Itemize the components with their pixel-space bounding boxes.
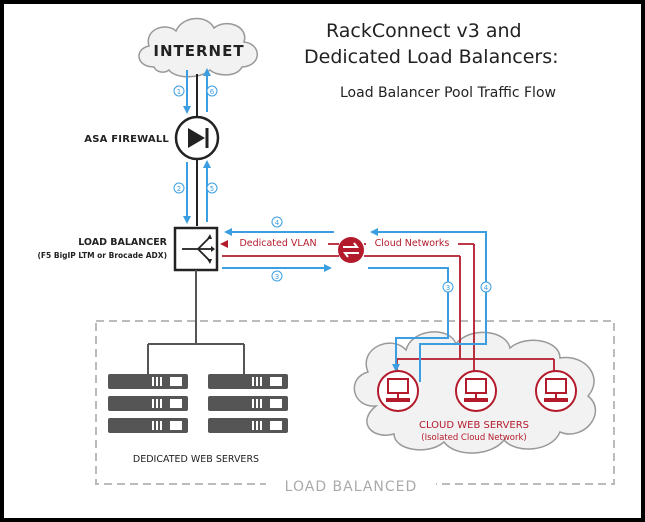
- cloud-networks-label: Cloud Networks: [375, 238, 450, 249]
- step-badge-4-right: 4: [480, 281, 492, 293]
- cloud-servers-sublabel: (Isolated Cloud Network): [421, 433, 526, 443]
- load-balancer-label: LOAD BALANCER: [78, 237, 167, 248]
- title-line-2: Dedicated Load Balancers:: [304, 46, 559, 68]
- title-line-1: RackConnect v3 and: [326, 20, 522, 42]
- cloud-servers-label: CLOUD WEB SERVERS: [419, 420, 529, 431]
- cloud-server-1-icon: [377, 370, 419, 412]
- load-balanced-label: LOAD BALANCED: [285, 479, 418, 495]
- diagram-canvas: LOAD BALANCED INTERNET ASA FIREWALL LOAD…: [4, 4, 641, 518]
- router-icon: [338, 237, 364, 263]
- firewall-icon: [174, 115, 220, 161]
- svg-text:4: 4: [484, 284, 489, 292]
- step-badge-6: 6: [206, 85, 218, 97]
- load-balancer-icon: [173, 226, 219, 272]
- dedicated-servers-right-icon: [208, 374, 288, 433]
- step-badge-1: 1: [173, 85, 185, 97]
- dedicated-servers-label: DEDICATED WEB SERVERS: [133, 454, 259, 465]
- svg-text:1: 1: [177, 88, 181, 96]
- internet-cloud-icon: [138, 17, 258, 78]
- step-badge-2: 2: [173, 182, 185, 194]
- step-badge-3-bottom: 3: [271, 270, 283, 282]
- dedicated-vlan-label: Dedicated VLAN: [239, 238, 316, 249]
- cloud-server-2-icon: [455, 370, 497, 412]
- flow-step-4b-arrow: [370, 228, 487, 382]
- load-balancer-sublabel: (F5 BigIP LTM or Brocade ADX): [37, 251, 167, 260]
- svg-text:4: 4: [275, 219, 280, 227]
- svg-text:2: 2: [177, 185, 181, 193]
- step-badge-3-right: 3: [442, 281, 454, 293]
- firewall-label: ASA FIREWALL: [84, 134, 169, 145]
- internet-label: INTERNET: [153, 42, 244, 60]
- cloud-server-3-icon: [535, 370, 577, 412]
- subtitle: Load Balancer Pool Traffic Flow: [340, 85, 556, 101]
- diagram-svg: LOAD BALANCED INTERNET ASA FIREWALL LOAD…: [37, 17, 615, 495]
- svg-text:5: 5: [210, 185, 214, 193]
- step-badge-5: 5: [206, 182, 218, 194]
- svg-text:3: 3: [446, 284, 450, 292]
- svg-text:6: 6: [210, 88, 215, 96]
- step-badge-4-top: 4: [271, 216, 283, 228]
- flow-step-3b-arrow: [368, 267, 449, 372]
- dedicated-servers-left-icon: [108, 374, 188, 433]
- svg-text:3: 3: [275, 273, 279, 281]
